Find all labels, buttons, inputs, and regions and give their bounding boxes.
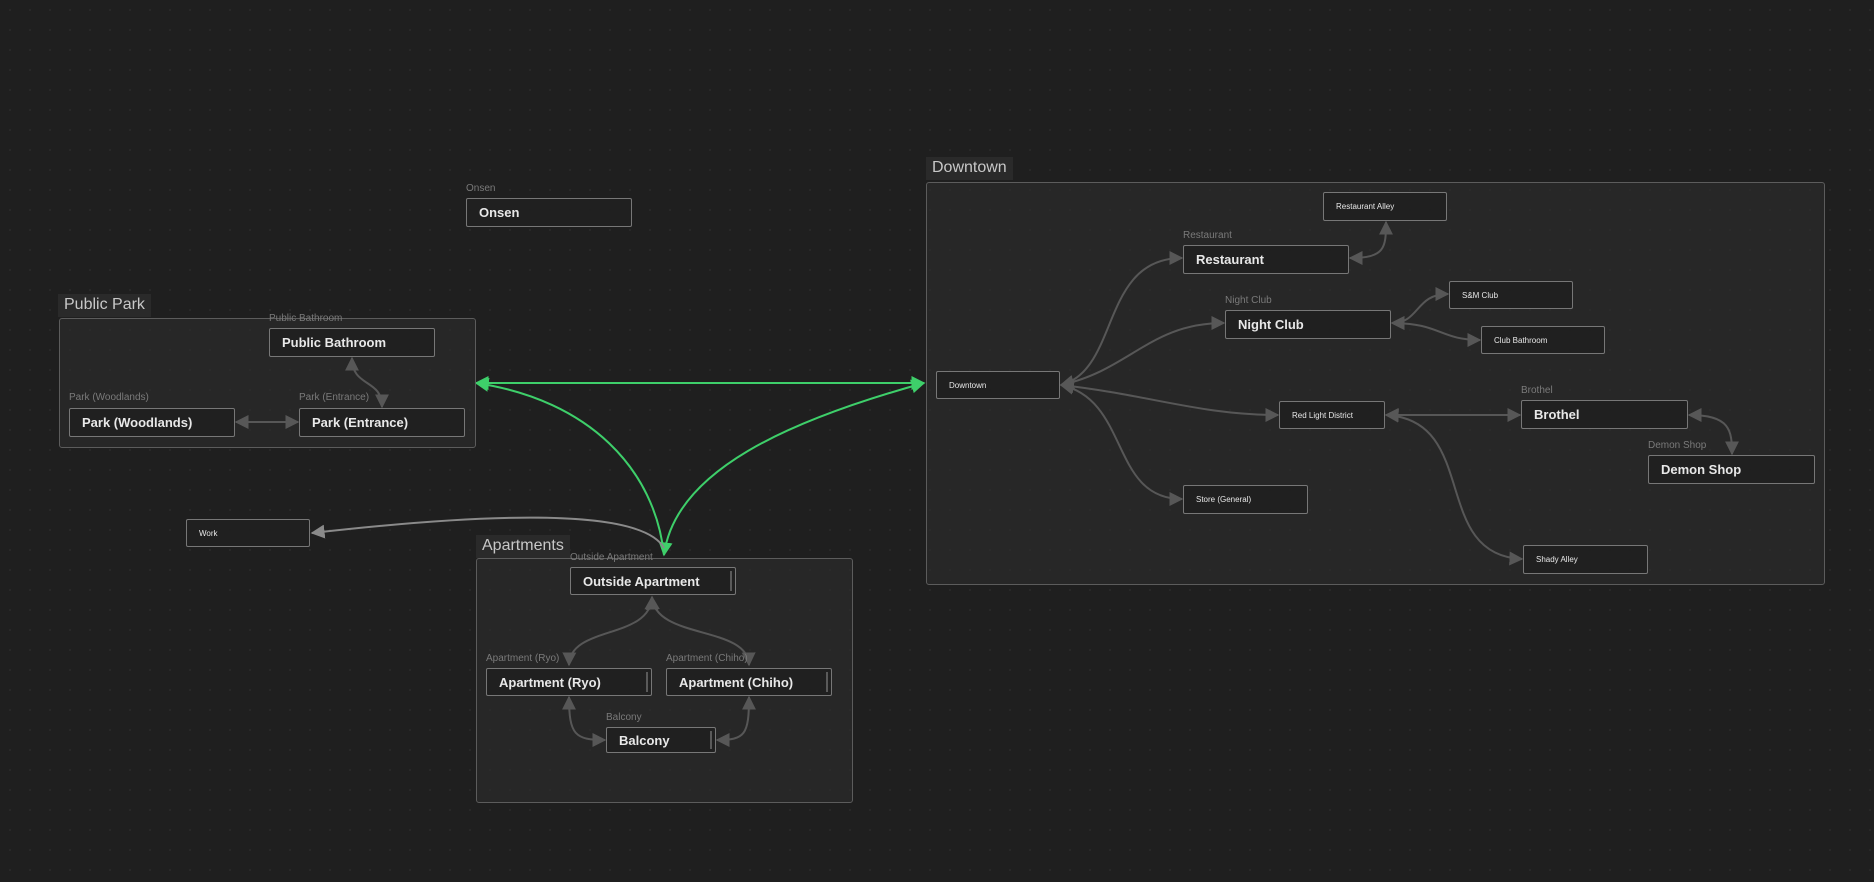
node-night-club[interactable]: Night Club xyxy=(1225,310,1391,339)
node-public-bathroom[interactable]: Public Bathroom xyxy=(269,328,435,357)
node-title: Park (Woodlands) xyxy=(82,415,193,430)
node-label-apartment-ryo: Apartment (Ryo) xyxy=(486,653,560,664)
node-label-night-club: Night Club xyxy=(1225,295,1272,306)
group-title-downtown[interactable]: Downtown xyxy=(926,157,1013,180)
node-title: Red Light District xyxy=(1292,410,1353,420)
node-outside-apartment[interactable]: Outside Apartment xyxy=(570,567,736,595)
node-restaurant-alley[interactable]: Restaurant Alley xyxy=(1323,192,1447,221)
node-downtown[interactable]: Downtown xyxy=(936,371,1060,399)
node-apartment-chiho[interactable]: Apartment (Chiho) xyxy=(666,668,832,696)
edge-downtown-outside-apartment xyxy=(658,379,926,557)
node-title: S&M Club xyxy=(1462,290,1499,300)
node-park-woodlands[interactable]: Park (Woodlands) xyxy=(69,408,235,437)
node-label-restaurant: Restaurant xyxy=(1183,230,1232,241)
edge-park-outside-apartment xyxy=(474,377,665,556)
node-park-entrance[interactable]: Park (Entrance) xyxy=(299,408,465,437)
node-restaurant[interactable]: Restaurant xyxy=(1183,245,1349,274)
node-label-outside-apartment: Outside Apartment xyxy=(570,552,653,563)
node-title: Demon Shop xyxy=(1661,462,1742,477)
node-balcony[interactable]: Balcony xyxy=(606,727,716,753)
node-title: Night Club xyxy=(1238,317,1304,332)
node-label-brothel: Brothel xyxy=(1521,385,1553,396)
node-title: Work xyxy=(199,528,218,538)
node-title: Store (General) xyxy=(1196,495,1252,504)
group-title-public-park[interactable]: Public Park xyxy=(58,294,151,317)
node-title: Outside Apartment xyxy=(583,573,700,589)
group-title-apartments[interactable]: Apartments xyxy=(476,535,570,558)
node-label-apartment-chiho: Apartment (Chiho) xyxy=(666,653,748,664)
node-title: Apartment (Chiho) xyxy=(679,674,794,690)
node-title: Brothel xyxy=(1534,407,1580,422)
group-downtown[interactable] xyxy=(926,182,1825,585)
node-title: Balcony xyxy=(619,732,670,748)
node-title: Public Bathroom xyxy=(282,335,387,350)
node-store-general[interactable]: Store (General) xyxy=(1183,485,1308,514)
node-red-light-district[interactable]: Red Light District xyxy=(1279,401,1385,429)
node-title: Park (Entrance) xyxy=(312,415,409,430)
node-title: Apartment (Ryo) xyxy=(499,674,601,690)
node-sm-club[interactable]: S&M Club xyxy=(1449,281,1573,309)
node-label-balcony: Balcony xyxy=(606,712,642,723)
node-apartment-ryo[interactable]: Apartment (Ryo) xyxy=(486,668,652,696)
node-label-park-woodlands: Park (Woodlands) xyxy=(69,392,149,403)
node-brothel[interactable]: Brothel xyxy=(1521,400,1688,429)
node-resize-grip[interactable] xyxy=(646,672,648,692)
node-label-public-bathroom: Public Bathroom xyxy=(269,313,343,324)
node-title: Restaurant Alley xyxy=(1336,202,1395,211)
node-label-onsen: Onsen xyxy=(466,183,496,194)
node-club-bathroom[interactable]: Club Bathroom xyxy=(1481,326,1605,354)
node-title: Shady Alley xyxy=(1536,555,1578,564)
node-demon-shop[interactable]: Demon Shop xyxy=(1648,455,1815,484)
node-title: Restaurant xyxy=(1196,252,1264,267)
node-title: Downtown xyxy=(949,380,987,390)
node-label-park-entrance: Park (Entrance) xyxy=(299,392,370,403)
node-resize-grip[interactable] xyxy=(710,731,712,749)
node-resize-grip[interactable] xyxy=(730,571,732,591)
node-resize-grip[interactable] xyxy=(826,672,828,692)
node-title: Club Bathroom xyxy=(1494,335,1548,345)
node-label-demon-shop: Demon Shop xyxy=(1648,440,1707,451)
node-shady-alley[interactable]: Shady Alley xyxy=(1523,545,1648,574)
node-title: Onsen xyxy=(479,205,520,220)
node-work[interactable]: Work xyxy=(186,519,310,547)
node-onsen[interactable]: Onsen xyxy=(466,198,632,227)
